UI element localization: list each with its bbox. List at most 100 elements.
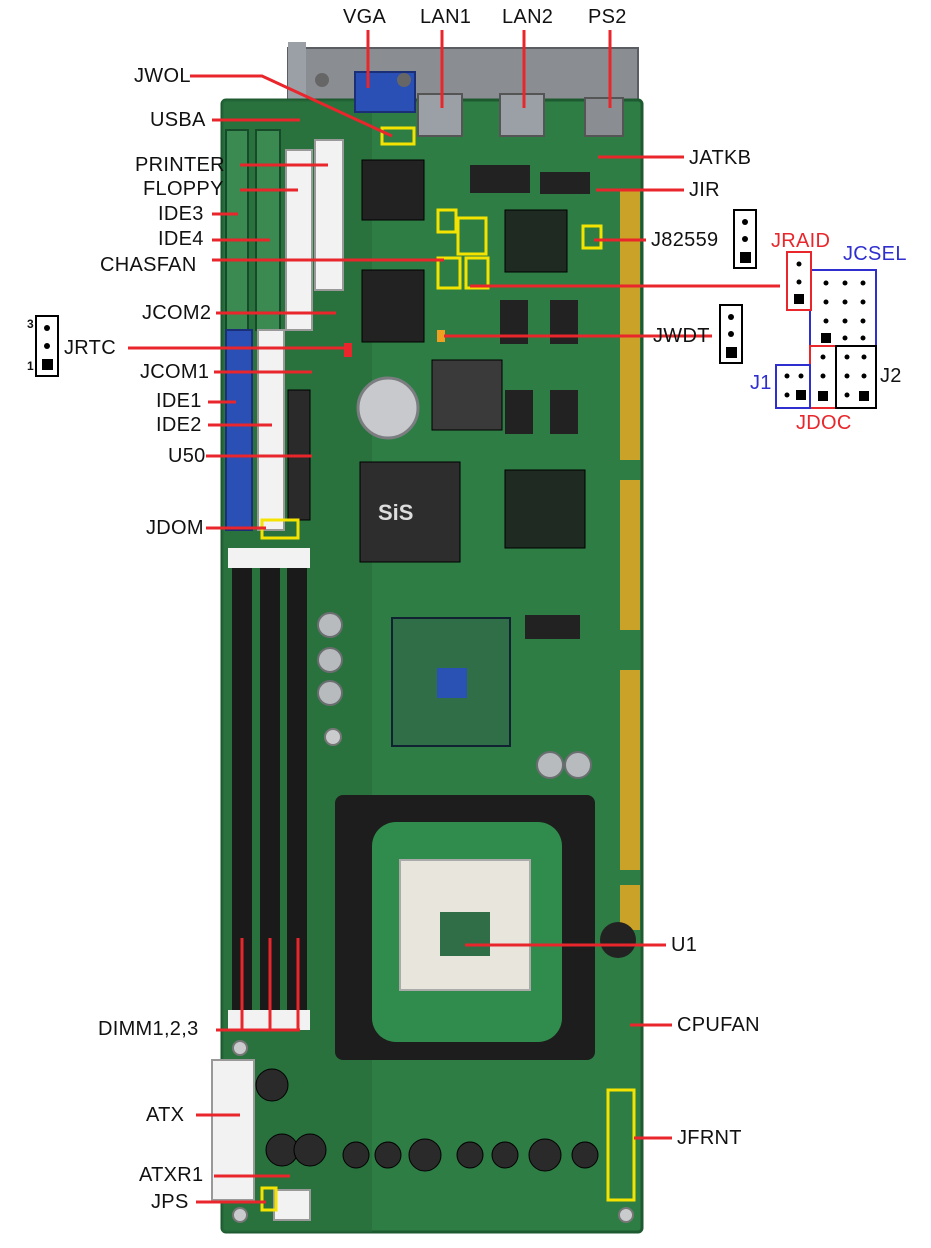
cpu-socket-center [440,912,490,956]
label-cpufan: CPUFAN [677,1014,760,1036]
label-lan2: LAN2 [502,6,554,28]
cpu-socket [399,859,531,991]
jwdt-pin-header [719,304,743,364]
label-ide1: IDE1 [156,390,202,412]
label-jir: JIR [689,179,720,201]
jcsel-outline [809,269,877,347]
jwdt-marker [437,330,445,342]
label-vga: VGA [343,6,387,28]
bracket-post-left [315,73,329,87]
label-atxr1: ATXR1 [139,1164,204,1186]
mounting-holes [232,728,634,1223]
label-jrtc-pin1: 1 [27,359,34,373]
jcsel-highlight [456,216,488,256]
label-jraid: JRAID [771,230,831,252]
label-jatkb: JATKB [689,147,752,169]
lan1-jack [417,93,463,137]
jwol-highlight [380,126,416,146]
atxr1-connector [273,1189,311,1221]
southbridge-chip [504,469,586,549]
ide4-connector [255,129,281,331]
jraid-pins [794,261,804,304]
dimm3-slot [287,565,307,1025]
jdoc-pins [818,354,828,401]
capacitors-upper [317,612,592,779]
label-jfrnt: JFRNT [677,1127,742,1149]
j1-outline [775,364,811,409]
gold-edge-connector [620,190,640,930]
atx-connector [211,1059,255,1201]
label-ide4: IDE4 [158,228,204,250]
capacitors-lower [255,1068,599,1172]
label-jrtc-pin3: 3 [27,317,34,331]
super-io-chip [361,269,425,343]
buzzer [600,922,636,958]
label-jwdt: JWDT [653,325,710,347]
j1-pins [784,373,806,400]
label-j82559: J82559 [651,229,719,251]
jwol-leader [190,74,393,138]
label-usba: USBA [150,109,206,131]
label-jcom1: JCOM1 [140,361,210,383]
rtc-battery [356,376,420,440]
label-ps2: PS2 [588,6,627,28]
label-j1: J1 [750,372,772,394]
j82559-highlight [581,224,603,250]
ide2-connector [257,329,285,531]
sis-logo-text: SiS [378,500,413,525]
label-floppy: FLOPPY [143,178,224,200]
label-lan1: LAN1 [420,6,472,28]
jrtc-pin-header [35,315,59,377]
label-atx: ATX [146,1104,185,1126]
jfrnt-highlight [606,1088,636,1202]
vga-chip [361,159,425,221]
j2-outline [835,345,877,409]
floppy-connector [285,149,313,331]
cpu-die [437,668,467,698]
leader-lines [128,30,780,1204]
ram-chip-right [525,615,580,639]
lan-controller-chip [504,209,568,273]
bios-chip [431,359,503,431]
small-chip-5 [470,165,530,193]
dimm-latches-top [228,548,310,568]
small-chip-3 [505,390,533,434]
small-chip-4 [550,390,578,434]
label-jdom: JDOM [146,517,204,539]
jcsel-pins [821,280,866,343]
label-ide3: IDE3 [158,203,204,225]
label-jwol: JWOL [134,65,191,87]
label-j2: J2 [880,365,902,387]
jps-highlight [260,1186,278,1212]
label-u50: U50 [168,445,206,467]
label-jps: JPS [151,1191,189,1213]
jdoc-highlight [436,256,462,290]
label-jcom2: JCOM2 [142,302,212,324]
label-chasfan: CHASFAN [100,254,197,276]
lan2-jack [499,93,545,137]
small-chip-6 [540,172,590,194]
sis-northbridge [359,461,461,563]
label-jdoc: JDOC [796,412,852,434]
label-jcsel: JCSEL [843,243,907,265]
j2-pins [844,354,869,401]
label-printer: PRINTER [135,154,225,176]
label-dimm: DIMM1,2,3 [98,1018,199,1040]
bracket-post-right [397,73,411,87]
dimm1-slot [232,565,252,1025]
j82559-pin-header [733,209,757,269]
label-ide2: IDE2 [156,414,202,436]
ps2-connector [584,97,624,137]
label-jrtc: JRTC [64,337,116,359]
printer-connector [314,139,344,291]
ide3-connector [225,129,249,331]
j2-highlight [464,256,490,290]
jraid-highlight [436,208,458,234]
ide1-connector [225,329,253,531]
jrtc-marker [344,343,352,357]
highlight-boxes [260,126,636,1212]
label-u1: U1 [671,934,698,956]
dimm2-slot [260,565,280,1025]
